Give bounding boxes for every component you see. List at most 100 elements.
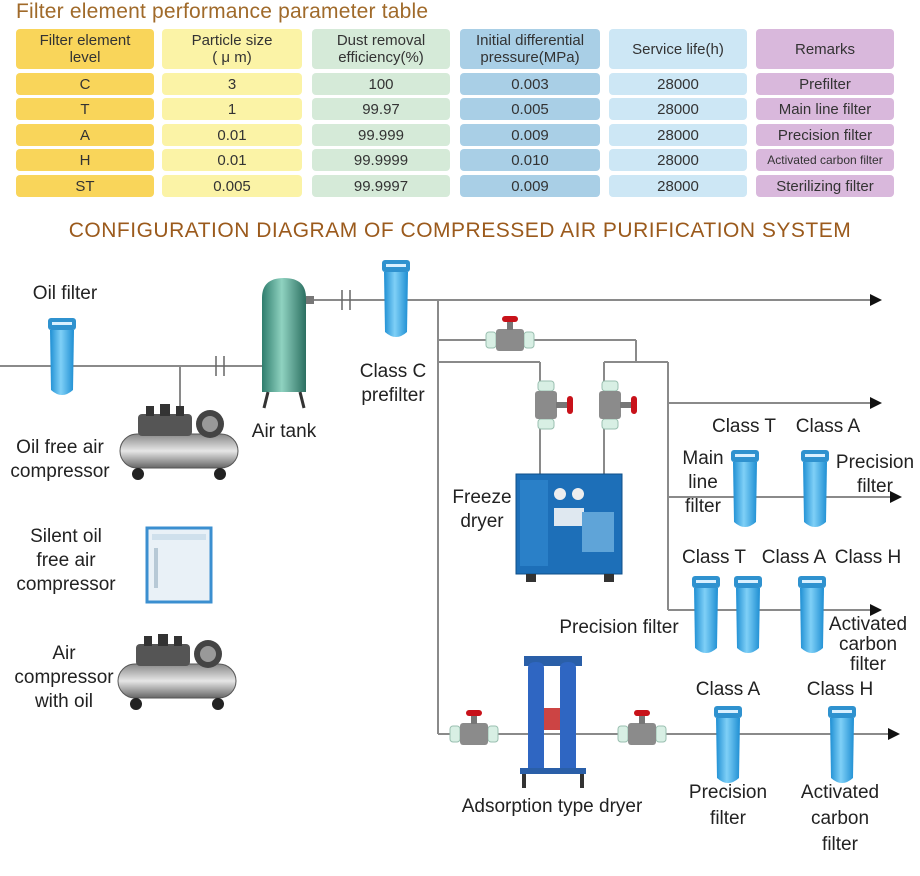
table-cell: 3 (162, 73, 302, 95)
label-line: Activated (828, 614, 908, 635)
table-cell: C (16, 73, 154, 95)
table-cell: Prefilter (756, 73, 894, 95)
table-cell: 0.005 (162, 175, 302, 197)
diagram-title: CONFIGURATION DIAGRAM OF COMPRESSED AIR … (68, 219, 852, 242)
label-line: Class C (359, 361, 427, 382)
table-cell: 28000 (609, 175, 747, 197)
air-tank-icon (262, 278, 314, 409)
label-line: Air tank (251, 421, 317, 442)
label-line: Class A (695, 679, 761, 700)
oil-compressor-label: Air compressor with oil (0, 642, 128, 714)
freeze-dryer-icon (515, 473, 623, 582)
freeze-dryer-label: Freeze dryer (444, 486, 520, 534)
label-line: carbon (838, 634, 898, 655)
label-line: Air (52, 643, 76, 664)
class-a-filter-icon (714, 706, 742, 783)
label-line: compressor (14, 667, 114, 688)
table-header-cell: Remarks (756, 29, 894, 69)
label-line: Oil free air (16, 437, 104, 458)
valve-icon (449, 709, 499, 746)
label-line: filter (685, 496, 721, 517)
label-line: Class H (834, 547, 902, 568)
valve-icon (485, 315, 535, 352)
label-line: filter (710, 808, 746, 829)
label-line: Oil filter (32, 283, 98, 304)
table-cell: 28000 (609, 73, 747, 95)
label-line: Class T (711, 416, 777, 437)
precision-filter-label-2: Precision filter (546, 616, 692, 640)
table-cell: H (16, 149, 154, 171)
pipe-break-marks (215, 290, 351, 376)
oil-compressor-icon (117, 633, 237, 711)
table-cell: Sterilizing filter (756, 175, 894, 197)
label-line: Class T (681, 547, 747, 568)
label-line: carbon (810, 808, 870, 829)
precision-filter-label-3: Precision filter (680, 780, 776, 832)
table-cell: Precision filter (756, 124, 894, 146)
label-line: Precision (835, 452, 915, 473)
table-cell: 0.003 (460, 73, 600, 95)
table-cell: 100 (312, 73, 450, 95)
table-cell: ST (16, 175, 154, 197)
main-line-filter-label: Main line filter (672, 447, 734, 519)
valve-icon (598, 380, 638, 430)
table-cell: 0.010 (460, 149, 600, 171)
table-cell: 0.01 (162, 149, 302, 171)
label-line: Precision (688, 782, 768, 803)
label-line: Class A (795, 416, 861, 437)
label-line: line (688, 472, 718, 493)
label-line: filter (850, 654, 886, 675)
class-t-label-2: Class T (676, 546, 752, 570)
class-c-prefilter-icon (382, 260, 410, 337)
table-cell: 0.01 (162, 124, 302, 146)
class-t-filter-icon (692, 576, 720, 653)
table-header-cell: Service life(h) (609, 29, 747, 69)
valve-icon (617, 709, 667, 746)
class-t-filter-icon (731, 450, 759, 527)
label-line: Class A (761, 547, 827, 568)
table-cell: 28000 (609, 149, 747, 171)
table-cell: 28000 (609, 98, 747, 120)
label-line: Class H (806, 679, 874, 700)
class-a-filter-icon (801, 450, 829, 527)
class-c-prefilter-label: Class C prefilter (348, 360, 438, 408)
label-line: Adsorption type dryer (461, 796, 643, 817)
label-line: filter (822, 834, 858, 855)
label-line: with oil (34, 691, 94, 712)
class-a-label-3: Class A (690, 678, 766, 702)
label-line: free air (36, 550, 96, 571)
air-tank-label: Air tank (242, 420, 326, 444)
label-line: Precision filter (559, 617, 679, 638)
oil-filter-label: Oil filter (10, 282, 120, 306)
table-cell: 0.009 (460, 175, 600, 197)
label-line: Main (682, 448, 724, 469)
table-cell: 0.005 (460, 98, 600, 120)
label-line: Freeze (452, 487, 512, 508)
table-cell: 99.9997 (312, 175, 450, 197)
table-cell: 99.97 (312, 98, 450, 120)
table-cell: 0.009 (460, 124, 600, 146)
label-line: Silent oil (30, 526, 102, 547)
class-a-filter-icon (734, 576, 762, 653)
oil-free-compressor-icon (119, 403, 239, 481)
label-line: dryer (460, 511, 504, 532)
table-cell: A (16, 124, 154, 146)
table-cell: T (16, 98, 154, 120)
valve-icon (534, 380, 574, 430)
table-header-cell: Particle size( μ m) (162, 29, 302, 69)
label-line: prefilter (361, 385, 425, 406)
table-cell: Activated carbon filter (756, 149, 894, 171)
table-cell: 1 (162, 98, 302, 120)
class-h-label-2: Class H (830, 546, 906, 570)
table-cell: Main line filter (756, 98, 894, 120)
table-cell: 99.9999 (312, 149, 450, 171)
